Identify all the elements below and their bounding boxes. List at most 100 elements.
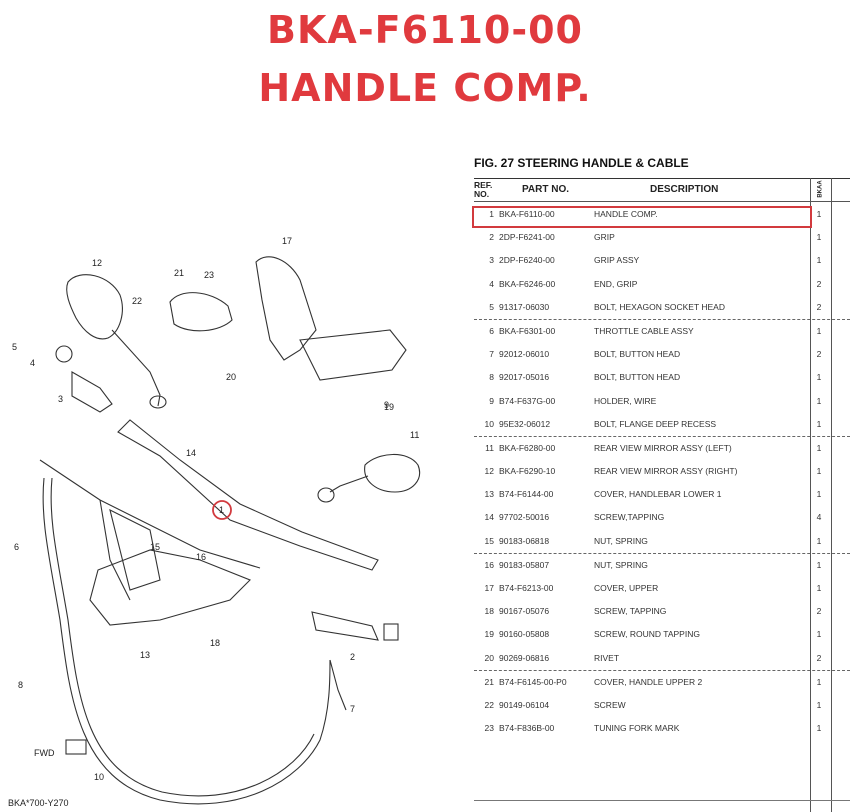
part-number-cell: BKA-F6301-00 (499, 325, 556, 336)
callout-10: 10 (94, 772, 104, 782)
left-mirror-base (149, 395, 167, 409)
part-number-cell: B74-F637G-00 (499, 395, 556, 406)
quantity-cell: 1 (816, 466, 822, 477)
description-cell: COVER, HANDLE UPPER 2 (594, 676, 703, 687)
ref-cell: 20 (484, 652, 494, 663)
part-number-cell: B74-F6145-00-P0 (499, 676, 567, 687)
grip-end-4-right (383, 623, 399, 641)
quantity-cell: 1 (816, 676, 822, 687)
callout-9: 9 (384, 400, 389, 410)
quantity-cell: 1 (816, 325, 822, 336)
description-cell: SCREW,TAPPING (594, 512, 665, 523)
part-number-cell: 92017-05016 (499, 372, 550, 383)
description-cell: COVER, UPPER (594, 583, 659, 593)
part-number-cell: 97702-50016 (499, 512, 550, 523)
ref-cell: 1 (489, 209, 494, 219)
description-cell: REAR VIEW MIRROR ASSY (LEFT) (594, 442, 732, 453)
part-number-cell: 92012-06010 (499, 349, 550, 360)
ref-cell: 6 (489, 325, 494, 336)
callout-1: 1 (219, 505, 224, 515)
table-row: 21 B74-F6145-00-P0 COVER, HANDLE UPPER 2 1 (474, 669, 850, 694)
quantity-cell: 2 (816, 301, 822, 312)
callout-23: 23 (204, 270, 214, 280)
description-cell: SCREW, ROUND TAPPING (594, 629, 700, 640)
ref-cell: 14 (484, 512, 494, 523)
ref-cell: 3 (489, 255, 494, 266)
description-cell: TUNING FORK MARK (594, 723, 680, 734)
ref-cell: 21 (484, 676, 494, 687)
description-cell: GRIP (594, 232, 615, 243)
part-number-cell: 95E32-06012 (499, 418, 551, 429)
diagram-code: BKA*700-Y270 (8, 798, 69, 808)
description-cell: SCREW (594, 699, 626, 710)
quantity-cell: 1 (816, 209, 822, 219)
highlighted-row-frame (472, 206, 812, 228)
description-cell: GRIP ASSY (594, 255, 640, 266)
col-model-header: BKAA (817, 180, 824, 198)
part-number-cell: 90160-05808 (499, 629, 550, 640)
quantity-cell: 1 (816, 372, 822, 383)
part-number-cell: BKA-F6290-10 (499, 466, 556, 477)
quantity-cell: 4 (816, 512, 822, 523)
table-row: 5 91317-06030 BOLT, HEXAGON SOCKET HEAD 2 (474, 296, 850, 319)
table-row: 8 92017-05016 BOLT, BUTTON HEAD 1 (474, 366, 850, 389)
quantity-cell: 2 (816, 606, 822, 617)
quantity-cell: 1 (816, 255, 822, 266)
table-header: REF. NO. PART NO. DESCRIPTION BKAA (474, 178, 850, 202)
description-cell: BOLT, FLANGE DEEP RECESS (594, 418, 717, 429)
callout-12: 12 (92, 258, 102, 268)
callout-7: 7 (350, 704, 355, 714)
callout-15: 15 (150, 542, 160, 552)
table-row: 14 97702-50016 SCREW,TAPPING 4 (474, 506, 850, 529)
ref-cell: 17 (484, 583, 494, 593)
ref-cell: 8 (489, 372, 494, 383)
ref-cell: 18 (484, 606, 494, 617)
col-ref-header: REF. NO. (474, 180, 493, 199)
callout-18: 18 (210, 638, 220, 648)
ref-cell: 12 (484, 466, 494, 477)
callout-5: 5 (12, 342, 17, 352)
part-number-cell: 90149-06104 (499, 699, 550, 710)
exploded-parts-diagram: 1 2 3 4 5 6 7 8 9 10 11 12 13 14 15 16 1… (8, 236, 420, 808)
callout-4: 4 (30, 358, 35, 368)
part-number-cell: BKA-F6246-00 (499, 278, 556, 289)
description-cell: NUT, SPRING (594, 559, 648, 570)
ref-cell: 22 (484, 699, 494, 710)
right-grip-2 (311, 611, 379, 641)
description-cell: BOLT, BUTTON HEAD (594, 349, 681, 360)
part-number-cell: 91317-06030 (499, 301, 550, 312)
callout-6: 6 (14, 542, 19, 552)
quantity-cell: 1 (816, 559, 822, 570)
callout-3: 3 (58, 394, 63, 404)
lower-cover-13 (89, 549, 251, 626)
description-cell: REAR VIEW MIRROR ASSY (RIGHT) (594, 466, 738, 477)
quantity-cell: 1 (816, 583, 822, 593)
quantity-cell: 1 (816, 395, 822, 406)
quantity-cell: 1 (816, 723, 822, 734)
quantity-cell: 1 (816, 535, 822, 546)
callout-8: 8 (18, 680, 23, 690)
part-number-cell: 90183-06818 (499, 535, 550, 546)
part-name-heading: HANDLE COMP. (258, 66, 592, 110)
callout-11: 11 (410, 430, 419, 440)
description-cell: BOLT, BUTTON HEAD (594, 372, 681, 383)
description-cell: BOLT, HEXAGON SOCKET HEAD (594, 301, 725, 312)
callout-21: 21 (174, 268, 184, 278)
handlebar-body (117, 419, 379, 571)
ref-cell: 5 (489, 301, 494, 312)
upper-cover-21 (169, 292, 233, 332)
callout-22: 22 (132, 296, 142, 306)
description-cell: HANDLE COMP. (594, 209, 658, 219)
part-code-heading: BKA-F6110-00 (267, 8, 583, 52)
callout-13: 13 (140, 650, 150, 660)
callout-2: 2 (350, 652, 355, 662)
